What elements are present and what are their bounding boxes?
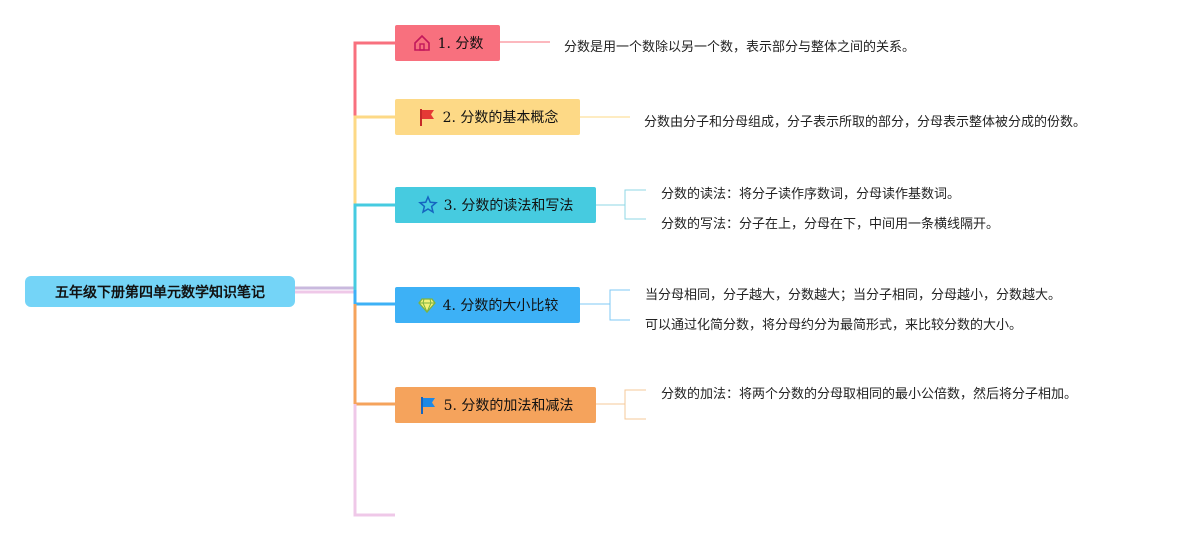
trunk-seg-4 xyxy=(353,290,395,306)
note-connector-3 xyxy=(596,189,646,220)
topic-3-label: 3. 分数的读法和写法 xyxy=(443,198,574,214)
note-connector-5 xyxy=(596,389,646,420)
trunk-seg-2 xyxy=(353,115,395,205)
trunk-seg-5 xyxy=(353,304,395,406)
topic-4-comparison[interactable]: 4. 分数的大小比较 xyxy=(395,287,580,323)
note-1-1: 分数是用一个数除以另一个数，表示部分与整体之间的关系。 xyxy=(564,40,916,55)
topic-2-label: 2. 分数的基本概念 xyxy=(442,110,559,126)
red-flag-icon xyxy=(417,107,437,127)
note-2-1: 分数由分子和分母组成，分子表示所取的部分，分母表示整体被分成的份数。 xyxy=(644,115,1087,130)
topic-5-addition-subtraction[interactable]: 5. 分数的加法和减法 xyxy=(395,387,596,423)
note-3-1: 分数的读法：将分子读作序数词，分母读作基数词。 xyxy=(661,187,961,202)
topic-1-fractions[interactable]: 1. 分数 xyxy=(395,25,500,61)
root-topic[interactable]: 五年级下册第四单元数学知识笔记 xyxy=(25,276,295,307)
topic-5-label: 5. 分数的加法和减法 xyxy=(443,398,574,414)
trunk-seg-6 xyxy=(353,404,395,517)
trunk-seg-1 xyxy=(353,41,395,116)
note-3-2: 分数的写法：分子在上，分母在下，中间用一条横线隔开。 xyxy=(661,217,1000,232)
topic-1-label: 1. 分数 xyxy=(437,36,484,52)
note-connector-4 xyxy=(580,289,630,321)
diamond-icon xyxy=(417,295,437,315)
house-icon xyxy=(412,33,432,53)
blue-flag-icon xyxy=(418,395,438,415)
note-5-1: 分数的加法：将两个分数的分母取相同的最小公倍数，然后将分子相加。 xyxy=(661,387,1078,402)
trunk-seg-3 xyxy=(353,203,395,290)
note-4-2: 可以通过化简分数，将分母约分为最简形式，来比较分数的大小。 xyxy=(645,318,1023,333)
note-4-1: 当分母相同，分子越大，分数越大；当分子相同，分母越小，分数越大。 xyxy=(645,288,1062,303)
topic-4-label: 4. 分数的大小比较 xyxy=(442,298,559,314)
topic-2-basic-concept[interactable]: 2. 分数的基本概念 xyxy=(395,99,580,135)
topic-3-reading-writing[interactable]: 3. 分数的读法和写法 xyxy=(395,187,596,223)
star-icon xyxy=(417,195,438,215)
